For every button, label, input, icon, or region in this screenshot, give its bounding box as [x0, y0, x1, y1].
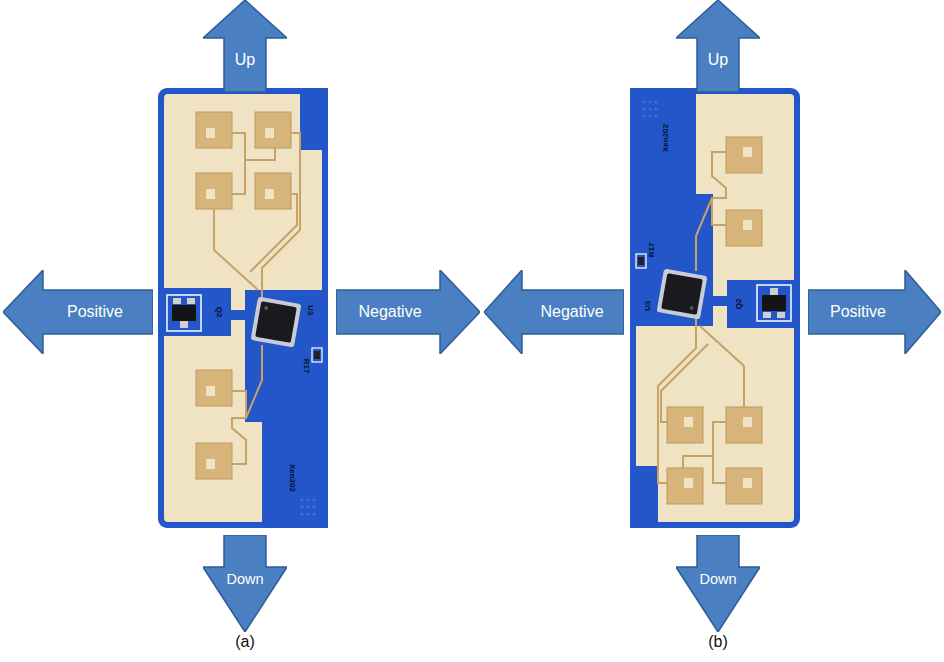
- positive-arrow: Positive: [808, 270, 941, 354]
- arrow-label: Down: [226, 572, 263, 587]
- part-designator: Q2: [735, 299, 743, 310]
- arrow-label: Positive: [67, 304, 123, 320]
- positive-arrow: Positive: [3, 270, 153, 354]
- part-designator: Q2: [215, 307, 223, 318]
- part-designator: R17: [302, 359, 310, 374]
- down-arrow: Down: [676, 535, 760, 632]
- negative-arrow: Negative: [336, 270, 480, 354]
- arrow-label: Negative: [358, 304, 421, 320]
- part-designator: U3: [644, 301, 652, 311]
- arrow-shape: [676, 0, 760, 92]
- board-marking: Xen202: [288, 464, 296, 492]
- subfigure-caption: (a): [235, 634, 255, 650]
- subfigure-caption: (b): [708, 634, 728, 650]
- arrow-label: Up: [708, 52, 728, 68]
- arrow-label: Positive: [830, 304, 886, 320]
- part-designator: R17: [648, 243, 656, 258]
- negative-arrow: Negative: [484, 270, 624, 354]
- up-arrow: Up: [676, 0, 760, 92]
- arrow-label: Negative: [540, 304, 603, 320]
- arrow-label: Up: [235, 52, 255, 68]
- part-designator: U3: [306, 305, 314, 315]
- down-arrow: Down: [203, 535, 287, 632]
- up-arrow: Up: [203, 0, 287, 92]
- arrow-shape: [203, 0, 287, 92]
- arrow-label: Down: [699, 572, 736, 587]
- board-marking: Xen202: [662, 124, 670, 152]
